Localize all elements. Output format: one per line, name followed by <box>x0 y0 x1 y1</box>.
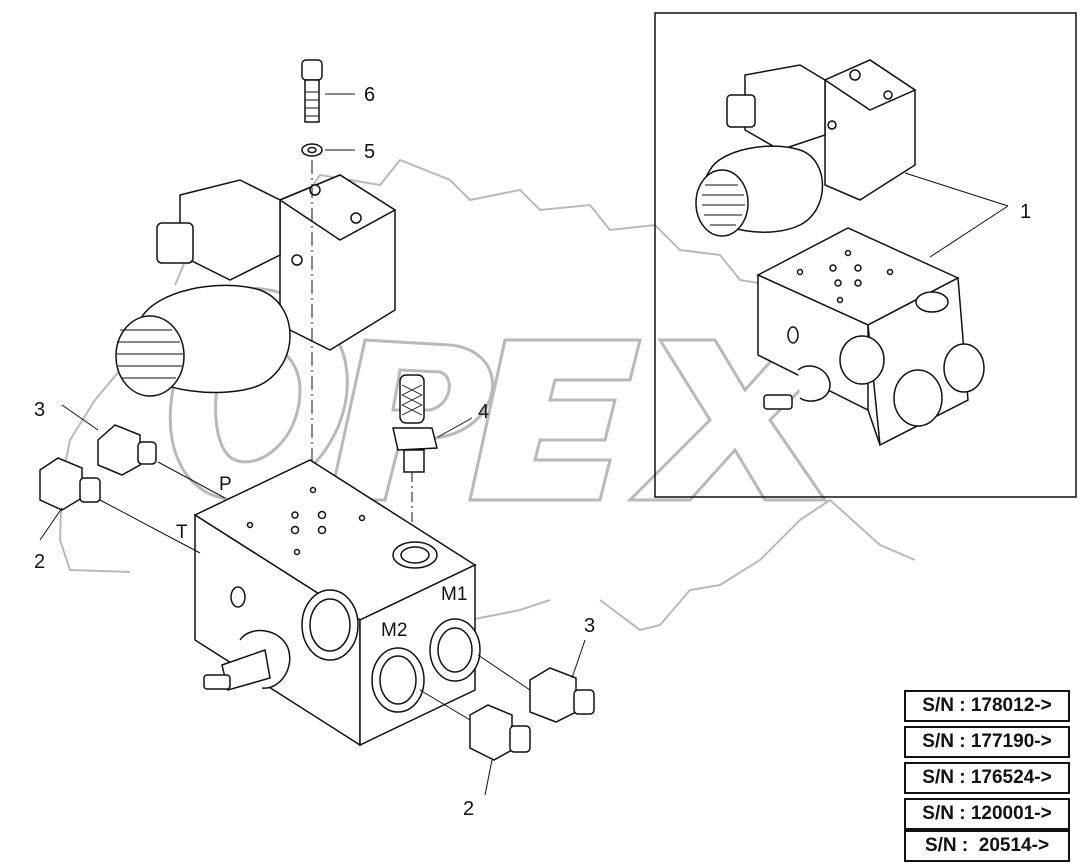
serial-number-box: S/N : 177190-> <box>904 726 1070 758</box>
callout-leader-1 <box>904 172 1009 258</box>
callout-1: 1 <box>1020 201 1031 223</box>
serial-number-box: S/N : 20514-> <box>904 830 1070 862</box>
callout-leader-4 <box>437 417 473 438</box>
inset-valve-block <box>756 227 985 447</box>
port-label-m1: M1 <box>441 584 467 605</box>
callout-labels: 1 6 5 4 3 2 3 2 <box>34 84 1031 820</box>
fitting-3-right <box>529 667 595 723</box>
fitting-2-bottom <box>469 704 531 761</box>
inset-frame <box>654 12 1077 498</box>
main-valve-block <box>193 459 481 747</box>
callout-6: 6 <box>364 84 375 106</box>
serial-number-text: S/N : 176524-> <box>922 767 1052 788</box>
serial-number-text: S/N : 178012-> <box>922 695 1052 716</box>
fitting-2-left <box>39 457 101 511</box>
port-labels: P T M1 M2 <box>176 474 467 641</box>
serial-number-text: S/N : 20514-> <box>924 835 1050 856</box>
callout-4: 4 <box>478 401 489 423</box>
callout-5: 5 <box>364 141 375 163</box>
port-label-t: T <box>176 522 188 543</box>
main-solenoid <box>115 174 397 397</box>
port-label-m2: M2 <box>381 620 407 641</box>
callout-2-left: 2 <box>34 551 45 573</box>
connection-lines <box>39 404 586 796</box>
test-fitting-part <box>392 374 438 473</box>
callout-3-right: 3 <box>584 615 595 637</box>
serial-number-box: S/N : 178012-> <box>904 690 1070 722</box>
serial-number-text: S/N : 120001-> <box>922 803 1052 824</box>
serial-number-text: S/N : 177190-> <box>922 731 1052 752</box>
callout-2-bottom: 2 <box>463 798 474 820</box>
screw-part <box>301 59 323 123</box>
port-label-p: P <box>219 474 232 495</box>
callout-leaders-5-6 <box>325 93 355 151</box>
fitting-3-left <box>97 424 157 476</box>
callout-3-left: 3 <box>34 399 45 421</box>
washer-part <box>301 143 323 157</box>
serial-number-box: S/N : 176524-> <box>904 762 1070 794</box>
inset-solenoid <box>695 59 917 237</box>
serial-number-box: S/N : 120001-> <box>904 798 1070 830</box>
